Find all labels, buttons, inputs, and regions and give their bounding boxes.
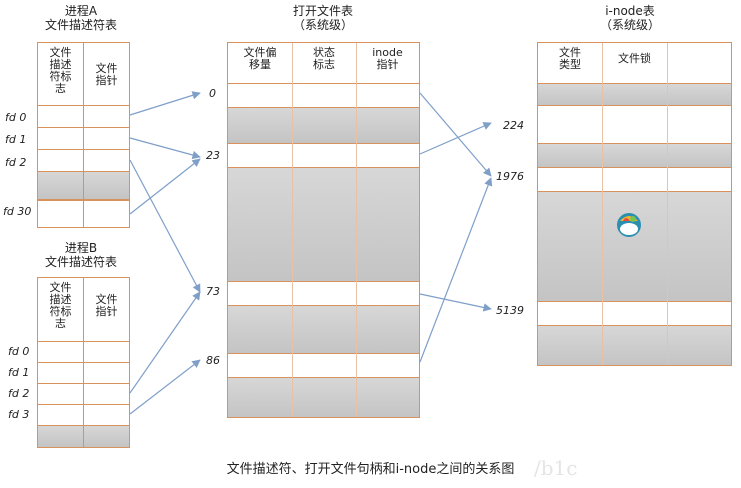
process-a-fd-label: fd 2 — [5, 156, 27, 169]
watermark: /b1c — [534, 456, 578, 480]
inode-entry-label: 1976 — [496, 170, 524, 183]
inode-entry-label: 224 — [503, 119, 524, 132]
process-a-fd-label: fd 30 — [3, 205, 32, 218]
diagram-caption: 文件描述符、打开文件句柄和i-node之间的关系图 — [226, 462, 515, 477]
arrow-a-fd1-to-23 — [129, 137, 201, 160]
arrow-a-fd2-to-73 — [129, 159, 201, 293]
process-a-col-file-pointer: 文件 指针 — [95, 62, 118, 87]
open-file-entry-label: 86 — [206, 354, 220, 367]
inode-col-file-type: 文件 类型 — [559, 46, 581, 71]
open-file-table-title: 打开文件表 （系统级） — [292, 4, 353, 32]
open-file-table: 文件偏 移量 状态 标志 inode 指针 — [227, 42, 420, 418]
open-file-col-offset: 文件偏 移量 — [243, 46, 277, 71]
open-file-entry-label: 0 — [209, 87, 216, 100]
arrow-73-to-5139 — [419, 293, 492, 312]
process-b-fd-table: 文件 描述 符标 志 文件 指针 — [37, 277, 130, 448]
inode-col-file-lock: 文件锁 — [618, 52, 651, 65]
process-a-fd-label: fd 1 — [5, 133, 27, 146]
process-b-col-fd-flags: 文件 描述 符标 志 — [49, 281, 72, 330]
arrow-a-fd30-to-23 — [129, 158, 201, 215]
inode-table: 文件 类型 文件锁 — [537, 42, 732, 366]
process-b-fd-label: fd 0 — [8, 345, 30, 358]
process-a-fd-label: fd 0 — [5, 111, 27, 124]
arrow-a-fd0-to-0 — [129, 91, 201, 116]
open-file-entry-label: 73 — [206, 285, 220, 298]
arrow-86-to-1976 — [419, 177, 493, 363]
inode-lock-icon — [617, 213, 641, 237]
process-b-col-file-pointer: 文件 指针 — [95, 293, 118, 318]
arrow-0-to-1976 — [419, 92, 492, 177]
process-a-col-fd-flags: 文件 描述 符标 志 — [49, 46, 72, 95]
open-file-entry-label: 23 — [206, 149, 220, 162]
arrow-23-to-224 — [419, 122, 492, 155]
process-b-fd-label: fd 2 — [8, 387, 30, 400]
inode-entry-label: 5139 — [496, 304, 524, 317]
process-b-fd-label: fd 3 — [8, 408, 30, 421]
process-b-fd-label: fd 1 — [8, 366, 30, 379]
arrow-b-fd2-to-73 — [129, 291, 201, 394]
process-a-title: 进程A 文件描述符表 — [44, 4, 117, 32]
open-file-col-status-flags: 状态 标志 — [313, 46, 335, 71]
process-b-title: 进程B 文件描述符表 — [44, 241, 117, 269]
open-file-col-inode-pointer: inode 指针 — [372, 46, 403, 71]
arrow-b-fd3-to-86 — [129, 359, 201, 415]
inode-table-title: i-node表 （系统级） — [599, 4, 660, 32]
process-a-fd-table: 文件 描述 符标 志 文件 指针 — [37, 42, 130, 228]
